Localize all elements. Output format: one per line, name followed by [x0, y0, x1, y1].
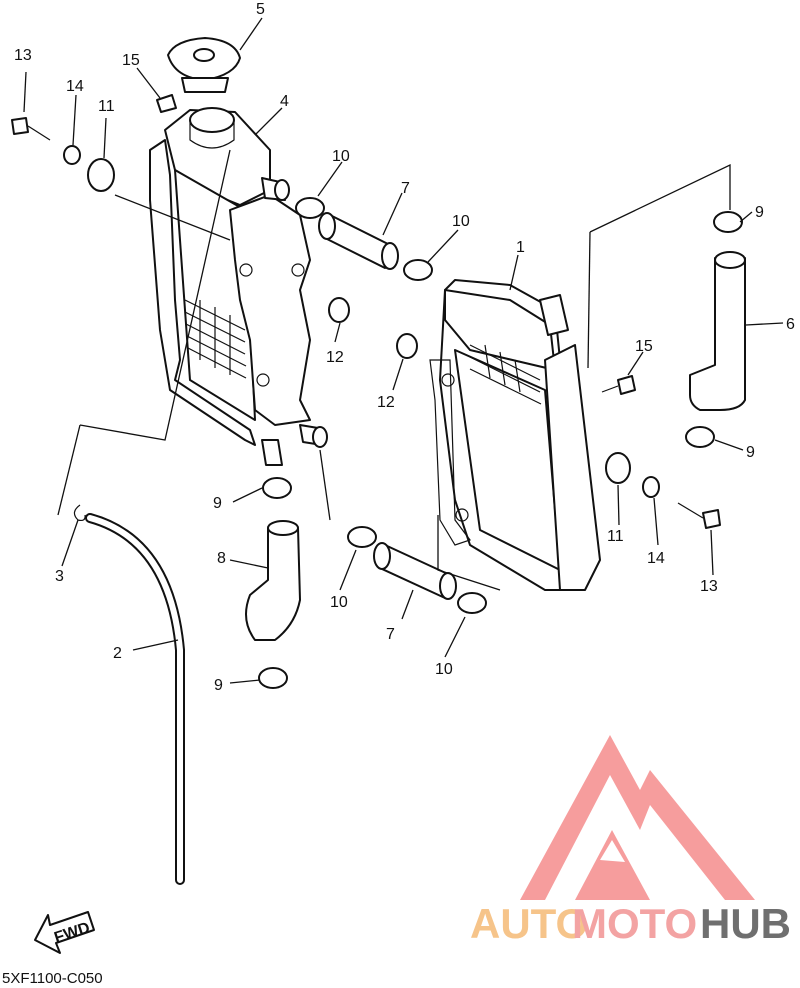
- diagram-code: 5XF1100-C050: [2, 970, 103, 987]
- callout-3: 3: [55, 568, 64, 585]
- hose-lower: [373, 542, 457, 600]
- callout-11: 11: [98, 98, 115, 115]
- watermark-text: AUTO MOTO HUB: [470, 900, 791, 947]
- callout-7: 7: [401, 180, 410, 197]
- callout-labels: 5 13 15 14 11 4 10 7 10 9 1 6 12 12 15 9…: [14, 1, 795, 694]
- callout-13: 13: [14, 47, 32, 64]
- clamps: [258, 197, 743, 689]
- callout-9: 9: [213, 495, 222, 512]
- hose-upper: [318, 212, 399, 270]
- hose-lower-bent: [245, 520, 301, 641]
- right-radiator: [429, 279, 601, 591]
- callout-14: 14: [647, 550, 665, 567]
- callout-1: 1: [516, 239, 525, 256]
- hose-right-bent: [689, 251, 746, 411]
- watermark-hub: HUB: [700, 900, 791, 947]
- callout-10: 10: [452, 213, 470, 230]
- leader-lines: [23, 17, 784, 684]
- callout-8: 8: [217, 550, 226, 567]
- callout-7: 7: [386, 626, 395, 643]
- fwd-arrow-icon: FWD: [34, 911, 95, 954]
- callout-4: 4: [280, 93, 289, 110]
- callout-2: 2: [113, 645, 122, 662]
- callout-10: 10: [330, 594, 348, 611]
- watermark-auto: AUTO: [470, 900, 588, 947]
- callout-11: 11: [607, 528, 624, 545]
- callout-10: 10: [332, 148, 350, 165]
- callout-9: 9: [746, 444, 755, 461]
- overflow-pipe: [85, 513, 185, 885]
- bolts-grommets: [11, 94, 721, 529]
- callout-14: 14: [66, 78, 84, 95]
- callout-12: 12: [326, 349, 344, 366]
- watermark-logo-icon: [520, 735, 755, 900]
- callout-15: 15: [635, 338, 653, 355]
- callout-10: 10: [435, 661, 453, 678]
- callout-12: 12: [377, 394, 395, 411]
- left-radiator: [149, 107, 328, 466]
- callout-13: 13: [700, 578, 718, 595]
- radiator-cap: [167, 37, 241, 93]
- callout-9: 9: [755, 204, 764, 221]
- callout-15: 15: [122, 52, 140, 69]
- callout-5: 5: [256, 1, 265, 18]
- watermark-moto: MOTO: [572, 900, 697, 947]
- callout-9: 9: [214, 677, 223, 694]
- callout-6: 6: [786, 316, 795, 333]
